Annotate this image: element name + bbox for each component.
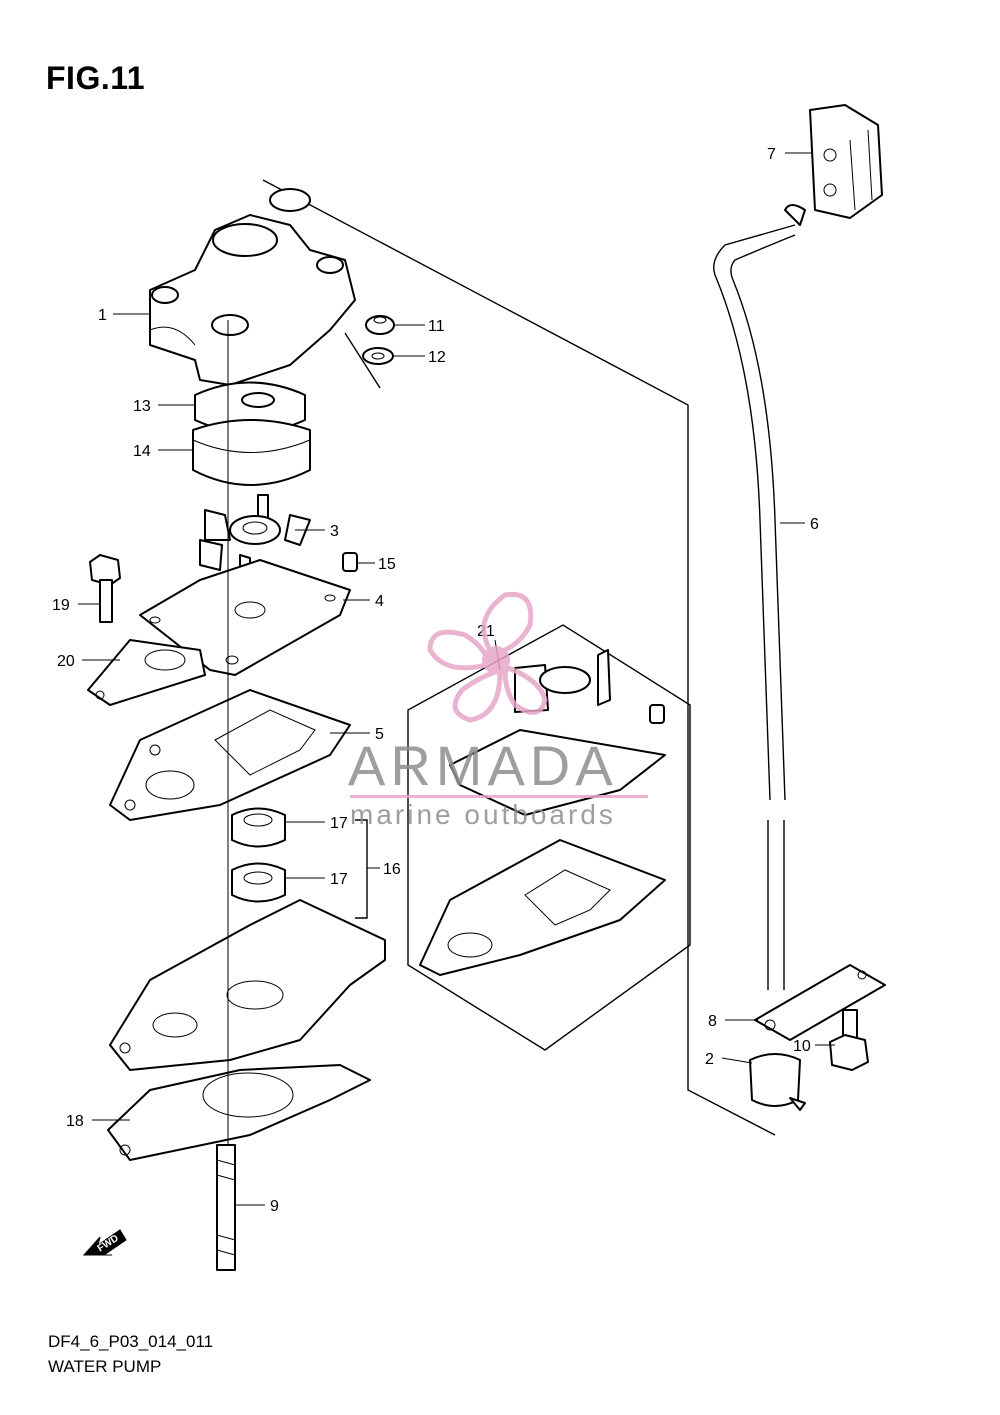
callout-1: 1 — [98, 307, 107, 324]
callout-17-upper: 17 — [330, 815, 348, 832]
callout-4: 4 — [375, 593, 384, 610]
part-6-water-tube — [713, 204, 806, 990]
callout-20: 20 — [57, 653, 75, 670]
callout-17-lower: 17 — [330, 871, 348, 888]
part-7-grommet — [809, 104, 883, 219]
part-8-clip — [754, 964, 886, 1041]
figure-caption: WATER PUMP — [48, 1357, 162, 1376]
callout-14: 14 — [133, 443, 151, 460]
callout-2: 2 — [705, 1051, 714, 1068]
callout-19: 19 — [52, 597, 70, 614]
callout-9: 9 — [270, 1198, 279, 1215]
part-20-gasket — [87, 639, 206, 706]
part-16-bracket — [355, 819, 368, 919]
part-1-pump-case — [149, 188, 356, 386]
callout-8: 8 — [708, 1013, 717, 1030]
part-3-impeller — [199, 494, 311, 586]
callout-3: 3 — [330, 523, 339, 540]
part-4-pump-plate — [139, 559, 351, 676]
part-11-nut — [365, 315, 395, 335]
callout-18: 18 — [66, 1113, 84, 1130]
callout-15: 15 — [378, 556, 396, 573]
part-17-oil-seal-lower — [231, 862, 286, 903]
callout-6: 6 — [810, 516, 819, 533]
part-14-liner — [192, 419, 311, 486]
part-5-gasket — [109, 689, 351, 821]
fwd-arrow-icon: FWD — [82, 1229, 127, 1256]
callout-5: 5 — [375, 726, 384, 743]
figure-title: FIG.11 — [46, 60, 146, 96]
kit-bracket-line — [344, 332, 381, 389]
part-2-grommet — [749, 1053, 806, 1111]
part-19-bolt — [89, 554, 121, 623]
figure-code: DF4_6_P03_014_011 — [48, 1332, 214, 1351]
callout-12: 12 — [428, 349, 446, 366]
part-18-lower-case — [107, 899, 386, 1161]
watermark-logo: ARMADA marine outboards — [348, 591, 648, 830]
callout-labels: 1 2 3 4 5 6 7 8 9 10 11 12 13 14 15 16 1… — [52, 146, 819, 1215]
leader-lines — [78, 152, 835, 1206]
watermark-brand: ARMADA — [348, 734, 618, 797]
callout-11: 11 — [428, 318, 445, 335]
callout-16: 16 — [383, 861, 401, 878]
part-9-stud — [216, 1144, 236, 1271]
part-10-bolt — [829, 1009, 869, 1071]
part-17-oil-seal-upper — [231, 807, 286, 848]
callout-7: 7 — [767, 146, 776, 163]
callout-13: 13 — [133, 398, 151, 415]
watermark-tagline: marine outboards — [350, 799, 616, 830]
part-12-washer — [362, 347, 394, 365]
part-15-key — [342, 552, 358, 572]
propeller-icon — [427, 591, 548, 723]
callout-10: 10 — [793, 1038, 811, 1055]
assembly-bracket-line — [262, 179, 776, 1136]
part-21-repair-kit — [407, 624, 691, 1051]
